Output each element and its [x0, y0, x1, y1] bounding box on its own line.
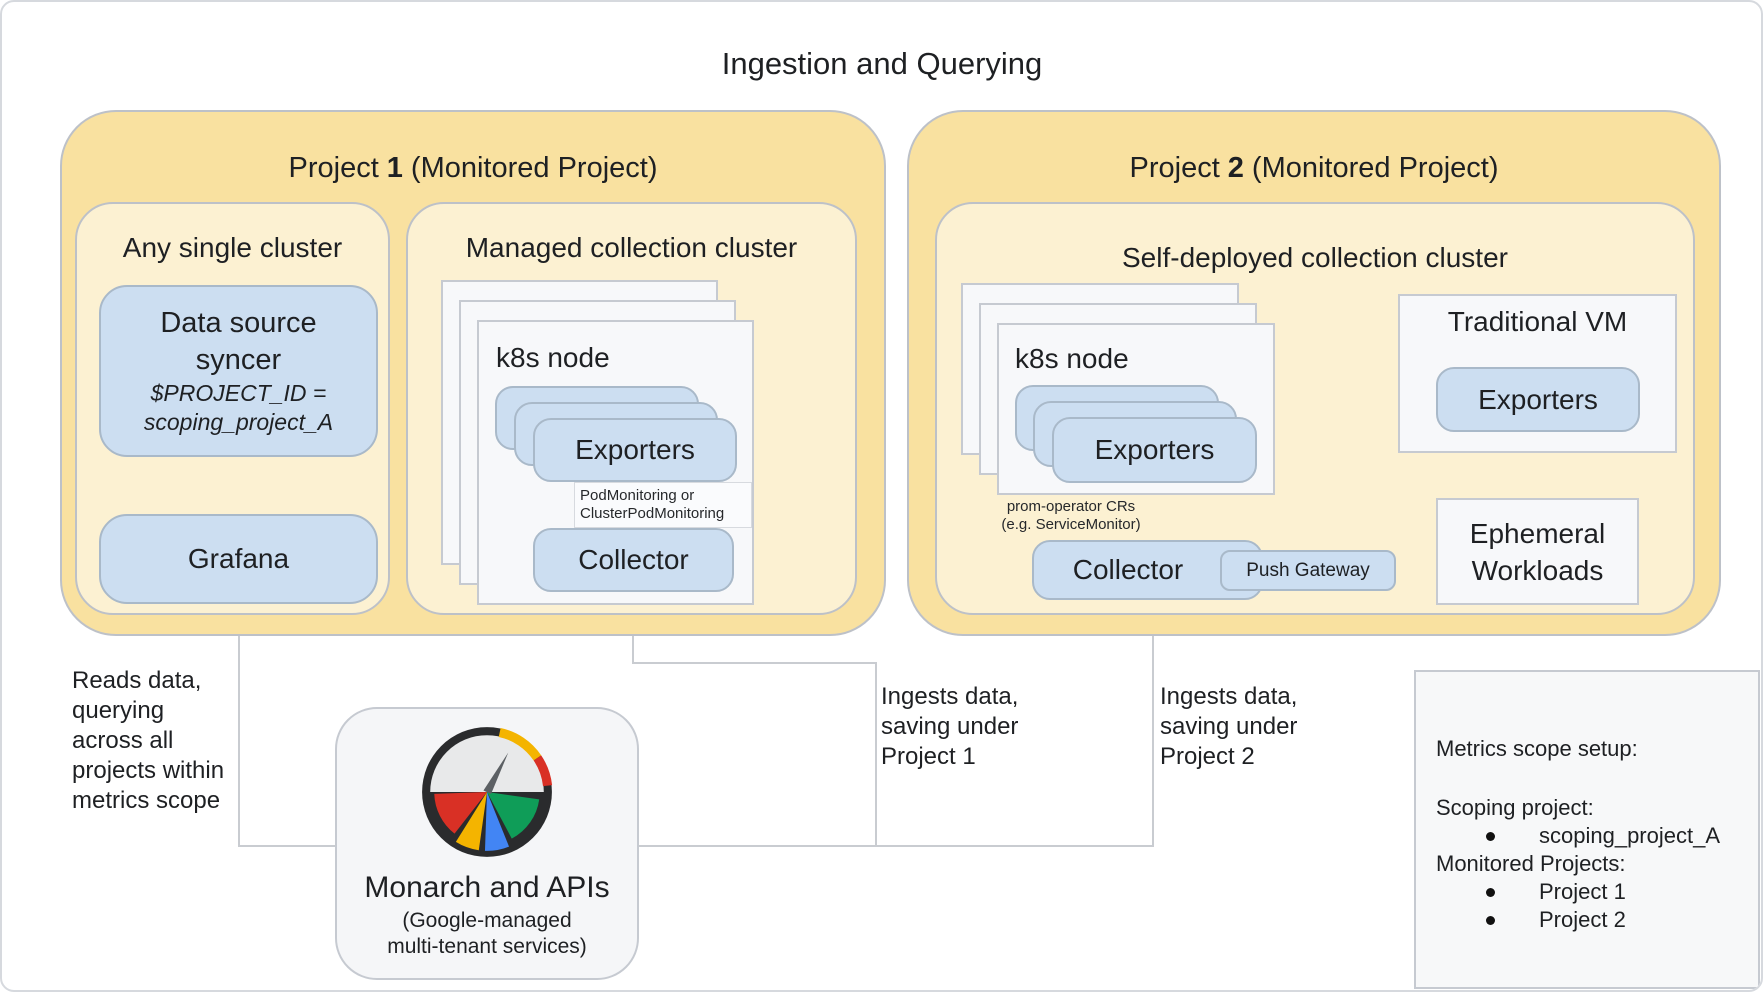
collector-label-p1: Collector: [578, 544, 689, 575]
metrics-scope-title: Metrics scope setup:: [1436, 736, 1638, 761]
pod-monitoring-label-box: PodMonitoring or ClusterPodMonitoring: [574, 482, 752, 528]
bullet-icon: [1486, 915, 1495, 925]
exporters-label-p2: Exporters: [1094, 434, 1215, 465]
managed-prometheus-gauge-icon: [422, 727, 553, 857]
traditional-vm-label: Traditional VM: [1447, 306, 1628, 337]
data-source-syncer-project-id: $PROJECT_ID = scoping_project_A: [143, 380, 334, 435]
collector-node-p1: Collector: [533, 528, 734, 592]
grafana-label: Grafana: [187, 543, 290, 574]
push-gateway-node: Push Gateway: [1220, 550, 1396, 591]
connector-grafana-down: [238, 602, 240, 847]
monitored-projects-label: Monitored Projects:: [1436, 851, 1626, 876]
ingest-project1-annotation: Ingests data, saving under Project 1: [881, 683, 1019, 770]
collector-node-p2: Collector: [1032, 540, 1263, 600]
connector-collector2-down: [1152, 598, 1154, 847]
monitored-project-1: Project 1: [1539, 879, 1626, 904]
managed-collection-cluster-label: Managed collection cluster: [465, 232, 798, 263]
project2-header-number: 2: [1227, 152, 1244, 184]
prom-operator-label: prom-operator CRs (e.g. ServiceMonitor): [1001, 498, 1141, 533]
monitored-project-item-1: Project 1: [1436, 878, 1758, 906]
connector-grafana-monarch: [238, 845, 337, 847]
grafana-node: Grafana: [99, 514, 378, 604]
push-gateway-label: Push Gateway: [1246, 559, 1370, 581]
bullet-icon: [1486, 831, 1495, 841]
monarch-subtitle: (Google-managed multi-tenant services): [387, 909, 587, 958]
bullet-icon: [1486, 887, 1495, 897]
monitored-project-item-2: Project 2: [1436, 906, 1758, 934]
exporters-node-vm: Exporters: [1436, 367, 1640, 432]
pod-monitoring-label: PodMonitoring or ClusterPodMonitoring: [580, 487, 725, 522]
scoping-project-label: Scoping project:: [1436, 795, 1594, 820]
connector-collector1-across: [632, 662, 877, 664]
any-single-cluster-label: Any single cluster: [122, 232, 343, 263]
monarch-title: Monarch and APIs: [364, 871, 610, 904]
monarch-box: Monarch and APIs (Google-managed multi-t…: [335, 707, 639, 980]
project1-header-number: 1: [386, 152, 403, 184]
scoping-project-value: scoping_project_A: [1539, 823, 1721, 848]
exporters-node-p1: Exporters: [533, 418, 737, 482]
project1-header-prefix: Project: [288, 152, 379, 184]
ingest-project2-annotation: Ingests data, saving under Project 2: [1160, 683, 1298, 770]
ephemeral-workloads-label: Ephemeral Workloads: [1469, 517, 1606, 586]
k8s-node-label-p2: k8s node: [1015, 343, 1129, 374]
metrics-scope-spacer: [1436, 763, 1758, 794]
data-source-syncer-node: Data source syncer $PROJECT_ID = scoping…: [99, 285, 378, 457]
connector-collector1-drop: [875, 662, 877, 847]
metrics-scope-box: Metrics scope setup: Scoping project: sc…: [1414, 670, 1760, 989]
monitored-project-2: Project 2: [1539, 907, 1626, 932]
project2-header-prefix: Project: [1129, 152, 1220, 184]
exporters-label-p1: Exporters: [575, 434, 695, 465]
project1-header-suffix: (Monitored Project): [410, 152, 658, 184]
diagram-title: Ingestion and Querying: [721, 46, 1043, 81]
exporters-label-vm: Exporters: [1478, 383, 1598, 415]
k8s-node-label-p1: k8s node: [496, 342, 610, 373]
data-source-syncer-label: Data source syncer: [160, 307, 317, 376]
exporters-node-p2: Exporters: [1052, 417, 1257, 483]
reads-data-annotation: Reads data, querying across all projects…: [72, 667, 225, 814]
self-deployed-cluster-label: Self-deployed collection cluster: [1122, 242, 1508, 273]
project2-header-suffix: (Monitored Project): [1251, 152, 1499, 184]
ephemeral-workloads-box: Ephemeral Workloads: [1436, 498, 1639, 605]
scoping-project-item: scoping_project_A: [1436, 822, 1758, 850]
collector-label-p2: Collector: [1072, 554, 1184, 585]
connector-monarch-right: [639, 845, 1154, 847]
